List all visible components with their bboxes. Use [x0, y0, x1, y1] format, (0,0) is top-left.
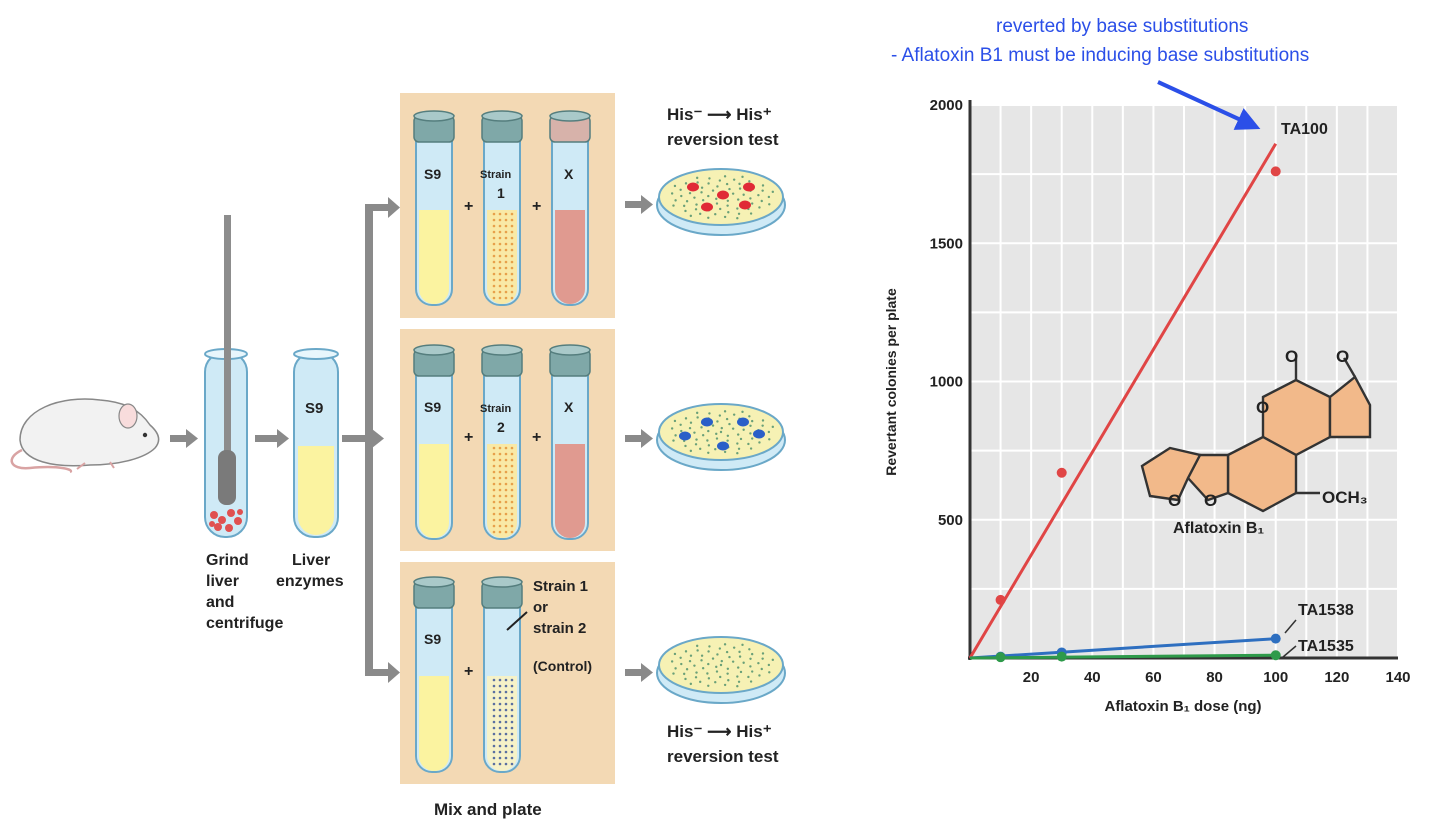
plus-signs: + + + + +: [464, 198, 541, 680]
series-label-pointer: [1282, 645, 1297, 658]
x-tick-label: 120: [1324, 669, 1349, 686]
data-point: [1270, 650, 1281, 661]
series-ta1535: [969, 650, 1281, 663]
panel-3-strain-label: Strain 1 or strain 2: [533, 578, 592, 637]
panel-2-tube-strain: [481, 344, 523, 540]
data-point: [1056, 651, 1067, 662]
petri-dish-3: [656, 636, 786, 704]
x-tick-label: 40: [1084, 669, 1101, 686]
y-tick-label: 500: [938, 512, 963, 529]
reversion-bottom-label: His⁻ ⟶ His⁺ reversion test: [667, 722, 779, 766]
chart-grid: [970, 104, 1399, 658]
x-tick-label: 20: [1023, 669, 1040, 686]
panel-2-tube-3-label: X: [564, 399, 574, 415]
y-axis-label: Revertant colonies per plate: [883, 288, 899, 476]
svg-text:O: O: [1336, 347, 1349, 366]
flow-arrows: [170, 195, 653, 683]
ring-furan-1: [1186, 453, 1230, 502]
panel-3-tube-1-label: S9: [424, 631, 441, 647]
svg-text:+: +: [532, 198, 541, 215]
y-tick-label: 1000: [930, 374, 963, 391]
series-line: [969, 653, 1276, 660]
panel-3-control-label: (Control): [533, 658, 592, 674]
panel-1-tube-s9: [413, 110, 455, 306]
series-label-ta100: TA100: [1281, 121, 1328, 138]
series-line: [968, 142, 1278, 659]
reversion-top-label: His⁻ ⟶ His⁺ reversion test: [667, 105, 779, 149]
y-tick-label: 2000: [930, 97, 963, 114]
axis-ticks: 20 40 60 80 100 120 140 500 1000 1500 2000: [930, 97, 1411, 686]
panel-2-tube-1-label: S9: [424, 399, 441, 415]
panel-2-tube-s9: [413, 344, 455, 540]
data-point: [995, 652, 1006, 663]
svg-text:O: O: [1285, 347, 1298, 366]
panel-1-tube-x: [549, 110, 591, 306]
svg-text:O: O: [1204, 491, 1217, 510]
svg-text:+: +: [532, 429, 541, 446]
x-tick-label: 140: [1385, 669, 1410, 686]
y-tick-label: 1500: [930, 235, 963, 252]
svg-text:+: +: [464, 663, 473, 680]
mix-and-plate-label: Mix and plate: [434, 800, 542, 819]
data-point: [995, 594, 1006, 605]
s9-tube-label: S9: [305, 400, 323, 417]
svg-text:+: +: [464, 198, 473, 215]
petri-dish-2: [656, 403, 786, 471]
liver-enzymes-label: Liver enzymes: [276, 552, 344, 590]
data-point: [1270, 166, 1281, 177]
svg-text:O: O: [1256, 398, 1269, 417]
annotation-line-1: reverted by base substitutions: [996, 16, 1249, 37]
svg-text:+: +: [464, 429, 473, 446]
ring-furan-2: [1140, 446, 1202, 502]
series-label-ta1535: TA1535: [1298, 638, 1354, 655]
panel-1-tube-1-label: S9: [424, 166, 441, 182]
panel-tubes: [413, 110, 591, 773]
panel-3-pointer-line: [506, 611, 528, 631]
data-point: [1056, 467, 1067, 478]
panel-2-tube-x: [549, 344, 591, 540]
series-label-ta1538: TA1538: [1298, 602, 1354, 619]
x-tick-label: 60: [1145, 669, 1162, 686]
molecule-atom-labels: O O O O O OCH₃: [1168, 347, 1368, 510]
molecule-name: Aflatoxin B₁: [1173, 520, 1264, 537]
petri-dish-1: [656, 168, 786, 236]
series-line: [969, 637, 1276, 660]
mouse-illustration: [10, 398, 160, 474]
aflatoxin-molecule-structure: [1140, 357, 1372, 513]
x-tick-label: 80: [1206, 669, 1223, 686]
grind-liver-tube: [204, 215, 248, 538]
panel-3-tube-s9: [413, 576, 455, 773]
svg-text:OCH₃: OCH₃: [1322, 488, 1368, 507]
s9-tube: S9: [293, 348, 339, 538]
panel-1-tube-3-label: X: [564, 166, 574, 182]
series-ta100: [968, 142, 1281, 659]
x-axis-label: Aflatoxin B₁ dose (ng): [1104, 698, 1261, 715]
grind-label: Grind liver and centrifuge: [206, 552, 283, 632]
ring-cyclopentenone: [1328, 375, 1372, 439]
panel-1-tube-strain: [481, 110, 523, 306]
panel-3-tube-strain: [481, 576, 523, 773]
svg-text:O: O: [1168, 491, 1181, 510]
annotation-arrow: [1157, 80, 1261, 130]
data-point: [1270, 633, 1281, 644]
x-tick-label: 100: [1263, 669, 1288, 686]
series-label-pointer: [1284, 619, 1297, 634]
annotation-line-2: - Aflatoxin B1 must be inducing base sub…: [891, 45, 1310, 66]
petri-dishes: [656, 168, 786, 704]
